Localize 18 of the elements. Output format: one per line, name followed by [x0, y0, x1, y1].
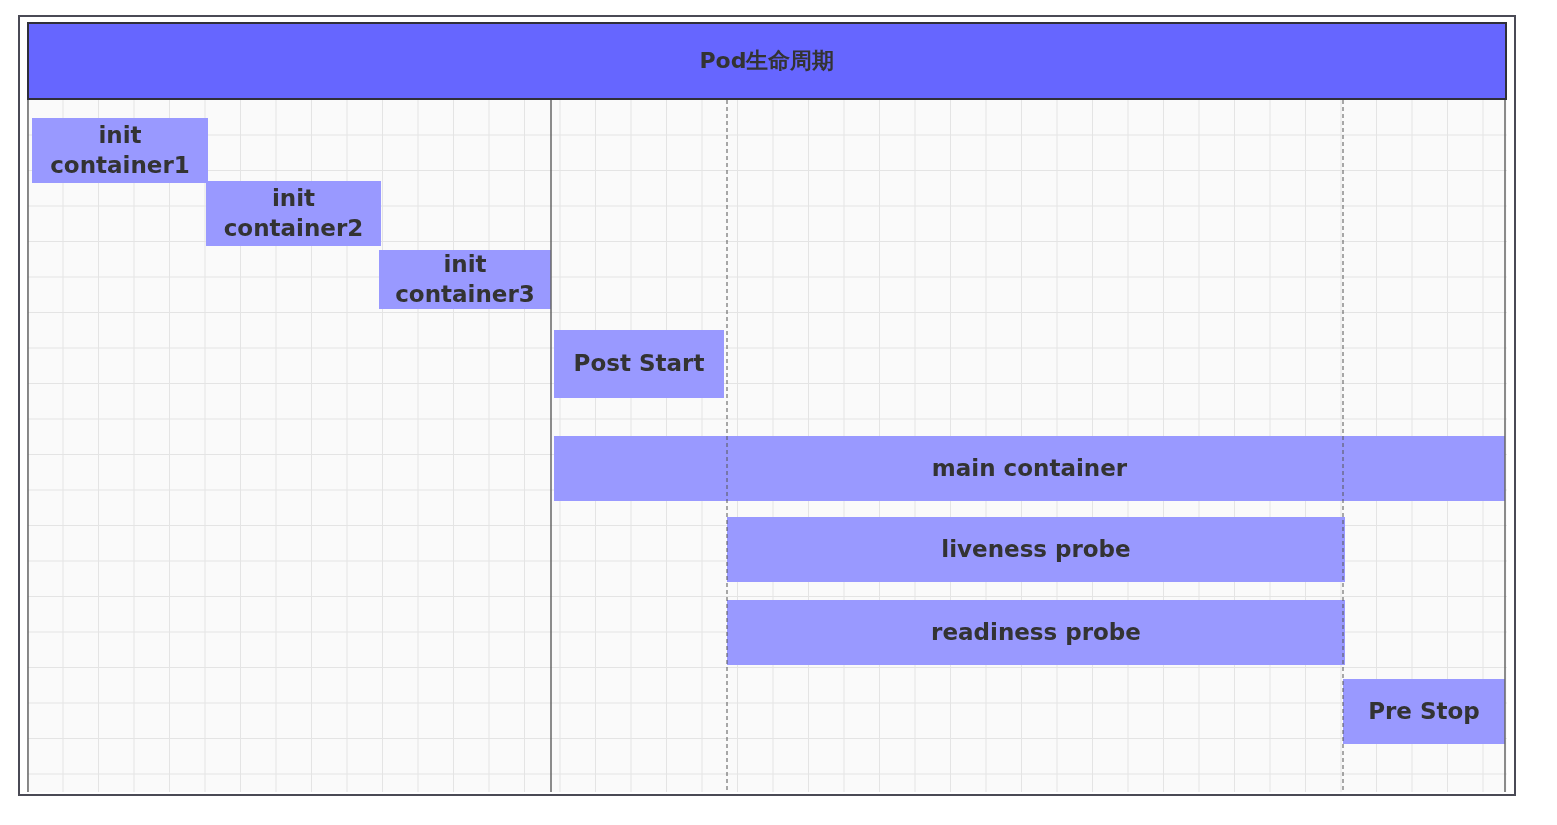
- title-band: [27, 22, 1507, 100]
- phase-label: init container2: [222, 183, 365, 243]
- phase-bar: [379, 250, 551, 309]
- phase-label: init container1: [49, 120, 191, 180]
- phase-label: readiness probe: [931, 617, 1141, 647]
- phase-bar: [206, 181, 381, 246]
- phase-label: Post Start: [573, 349, 705, 379]
- phase-label: liveness probe: [941, 534, 1131, 564]
- phase-bar: [1343, 679, 1505, 744]
- phase-bar: [727, 600, 1345, 665]
- phase-label: init container3: [394, 249, 536, 309]
- phase-bar: [727, 517, 1345, 582]
- phase-bar: [32, 118, 208, 183]
- phase-label: main container: [931, 453, 1128, 483]
- phase-label: Pre Stop: [1368, 696, 1480, 726]
- phase-bar: [554, 330, 724, 398]
- phase-bar: [554, 436, 1505, 501]
- title-text: Pod生命周期: [699, 46, 835, 75]
